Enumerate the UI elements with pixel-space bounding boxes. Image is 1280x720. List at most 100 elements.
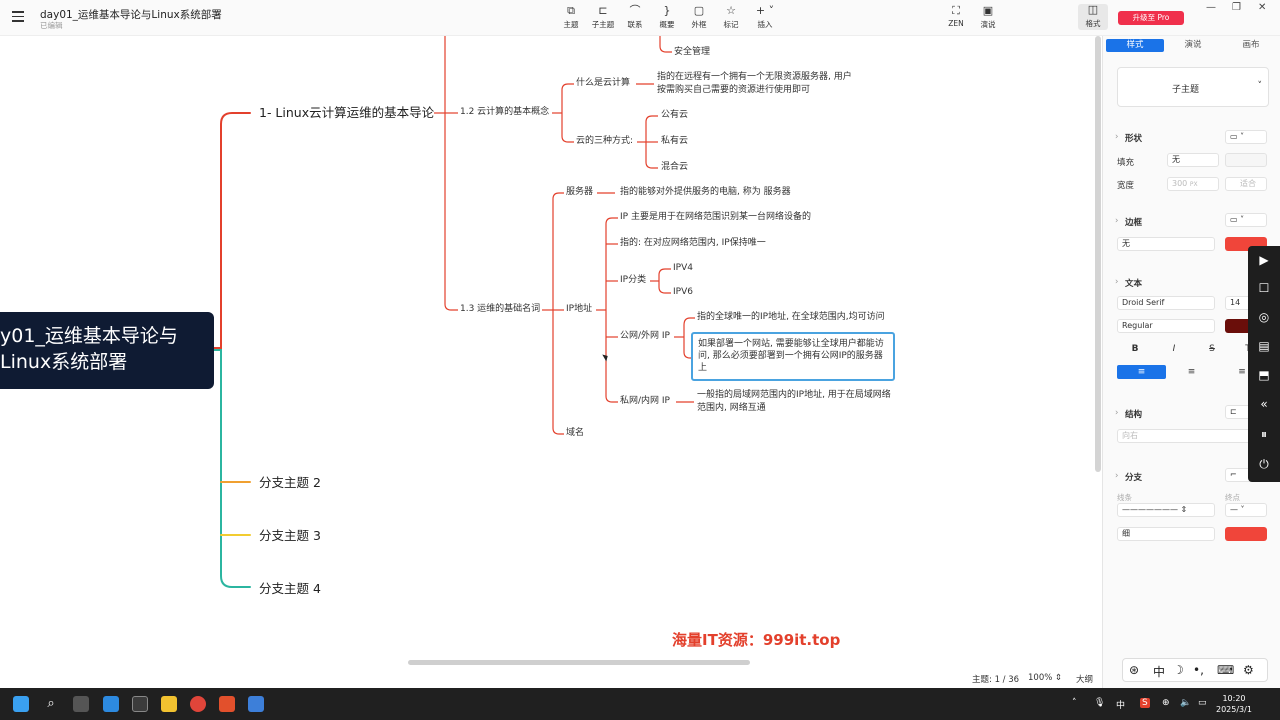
font-weight-select[interactable]: Regular xyxy=(1117,319,1215,333)
subtopic-button[interactable]: ⊏子主题 xyxy=(588,5,618,30)
topic-basic-terms[interactable]: 1.3 运维的基础名词 xyxy=(460,304,541,314)
topic-concept[interactable]: 1.2 云计算的基本概念 xyxy=(460,107,550,117)
collapse-left-icon[interactable]: « xyxy=(1260,397,1268,411)
battery-icon[interactable]: ▭ xyxy=(1198,698,1207,708)
summary-button[interactable]: }概要 xyxy=(652,5,682,30)
topic-domain[interactable]: 域名 xyxy=(566,428,585,438)
topic-what-is-cloud[interactable]: 什么是云计算 xyxy=(576,78,631,88)
branch-topic-4[interactable]: 分支主题 4 xyxy=(259,581,321,596)
start-icon[interactable] xyxy=(13,696,29,712)
topic-ip-class[interactable]: IP分类 xyxy=(620,275,647,285)
shape-select[interactable]: ▭ ˅ xyxy=(1225,130,1267,144)
chrome-icon[interactable] xyxy=(190,696,206,712)
topic-ipv4[interactable]: IPV4 xyxy=(673,263,693,273)
vertical-scrollbar[interactable] xyxy=(1095,36,1101,472)
insert-button[interactable]: + ˅插入 xyxy=(750,5,780,30)
topic-private-ip-desc[interactable]: 一般指的局域网范围内的IP地址, 用于在局域网络范围内, 网络互通 xyxy=(697,390,891,413)
style-select[interactable]: 子主题 ˅ xyxy=(1117,67,1269,107)
maximize-icon[interactable]: ❐ xyxy=(1232,2,1241,13)
zoom-stepper-icon[interactable]: ⇕ xyxy=(1055,673,1063,683)
menu-icon[interactable] xyxy=(12,11,24,23)
branch-topic-2[interactable]: 分支主题 2 xyxy=(259,475,321,490)
topic-ipv6[interactable]: IPV6 xyxy=(673,287,693,297)
document-icon[interactable]: ▤ xyxy=(1258,339,1270,353)
screenshot-tool-icon[interactable] xyxy=(132,696,148,712)
branch-color-swatch[interactable] xyxy=(1225,527,1267,541)
topic-private-ip[interactable]: 私网/内网 IP xyxy=(620,396,670,406)
collapse-icon[interactable]: › xyxy=(1115,471,1119,481)
task-view-icon[interactable] xyxy=(73,696,89,712)
bold-button[interactable]: B xyxy=(1131,344,1139,354)
align-right-button[interactable]: ≡ xyxy=(1238,367,1246,377)
width-fit-button[interactable]: 适合 xyxy=(1225,177,1267,191)
topic-server-desc[interactable]: 指的能够对外提供服务的电脑, 称为 服务器 xyxy=(620,187,791,197)
collapse-icon[interactable]: › xyxy=(1115,216,1119,226)
boundary-button[interactable]: ▢外框 xyxy=(684,5,714,30)
format-button[interactable]: ◫格式 xyxy=(1078,4,1108,30)
topic-public-ip-note-selected[interactable]: 如果部署一个网站, 需要能够让全球用户都能访问, 那么必须要部署到一个拥有公网I… xyxy=(691,332,895,381)
tab-canvas[interactable]: 画布 xyxy=(1242,40,1260,50)
width-input[interactable]: 300 PX xyxy=(1167,177,1219,191)
relation-button[interactable]: ⌒联系 xyxy=(620,5,650,30)
tray-ime-language[interactable]: 中 xyxy=(1116,701,1126,711)
zoom-level[interactable]: 100% xyxy=(1028,673,1053,683)
video-icon[interactable]: ▶ xyxy=(1259,253,1269,267)
power-icon[interactable]: ⏻ xyxy=(1259,457,1269,471)
contact-card-icon[interactable]: ☐ xyxy=(1258,281,1270,295)
collapse-icon[interactable]: › xyxy=(1115,277,1119,287)
collapse-icon[interactable]: › xyxy=(1115,132,1119,142)
thickness-select[interactable]: 细 xyxy=(1117,527,1215,541)
zen-button[interactable]: ⛶ZEN xyxy=(941,5,971,29)
horizontal-scrollbar[interactable] xyxy=(408,660,750,665)
border-shape-select[interactable]: ▭ ˅ xyxy=(1225,213,1267,227)
ime-logo-icon[interactable]: ⊛ xyxy=(1129,663,1140,677)
minimize-icon[interactable]: — xyxy=(1206,2,1216,13)
outline-button[interactable]: 大纲 xyxy=(1076,675,1094,685)
topic-public-ip-desc[interactable]: 指的全球唯一的IP地址, 在全球范围内,均可访问 xyxy=(697,312,885,322)
sogou-icon[interactable]: S xyxy=(1140,698,1150,708)
present-button[interactable]: ▣演说 xyxy=(973,5,1003,30)
root-topic[interactable]: y01_运维基本导论与 Linux系统部署 xyxy=(0,312,214,389)
mindmap-canvas[interactable]: y01_运维基本导论与 Linux系统部署 1- Linux云计算运维的基本导论… xyxy=(0,36,1102,668)
palette-icon[interactable]: ◎ xyxy=(1258,310,1270,324)
align-left-button[interactable]: ≡ xyxy=(1117,365,1166,379)
topic-private-cloud[interactable]: 私有云 xyxy=(661,136,689,146)
topic-cloud-types[interactable]: 云的三种方式: xyxy=(576,136,634,146)
network-icon[interactable]: ⊕ xyxy=(1162,698,1170,708)
topic-ip-desc-2[interactable]: 指的: 在对应网络范围内, IP保持唯一 xyxy=(620,238,766,248)
fill-color-swatch[interactable] xyxy=(1225,153,1267,167)
topic-ip-desc-1[interactable]: IP 主要是用于在网络范围识别某一台网络设备的 xyxy=(620,212,811,222)
topic-public-cloud[interactable]: 公有云 xyxy=(661,110,689,120)
border-select[interactable]: 无 xyxy=(1117,237,1215,251)
file-explorer-icon[interactable] xyxy=(161,696,177,712)
topic-what-is-cloud-desc[interactable]: 指的在远程有一个拥有一个无限资源服务器, 用户按需购买自己需要的资源进行使用即可 xyxy=(657,72,852,95)
fill-select[interactable]: 无 xyxy=(1167,153,1219,167)
app-icon[interactable] xyxy=(103,696,119,712)
xmind-icon[interactable] xyxy=(219,696,235,712)
tray-chevron-icon[interactable]: ˄ xyxy=(1072,698,1077,708)
upgrade-pro-button[interactable]: 升级至 Pro xyxy=(1118,11,1184,25)
tab-present[interactable]: 演说 xyxy=(1184,40,1202,50)
ime-language[interactable]: 中 xyxy=(1153,665,1166,679)
collapse-icon[interactable]: › xyxy=(1115,408,1119,418)
marker-button[interactable]: ☆标记 xyxy=(716,5,746,30)
structure-select[interactable]: 向右 xyxy=(1117,429,1267,443)
notepad-icon[interactable] xyxy=(248,696,264,712)
microphone-icon[interactable]: 🎙 xyxy=(1094,698,1106,708)
strikethrough-button[interactable]: S xyxy=(1209,344,1215,354)
keyboard-icon[interactable]: ⌨ xyxy=(1217,663,1235,677)
topic-ip[interactable]: IP地址 xyxy=(566,304,593,314)
topic-button[interactable]: ⧉主题 xyxy=(556,5,586,30)
system-clock[interactable]: 10:20 2025/3/1 xyxy=(1216,694,1252,714)
moon-icon[interactable]: ☽ xyxy=(1173,663,1184,677)
align-center-button[interactable]: ≡ xyxy=(1187,367,1196,377)
topic-server[interactable]: 服务器 xyxy=(566,187,594,197)
topic-public-ip[interactable]: 公网/外网 IP xyxy=(620,331,670,341)
italic-button[interactable]: I xyxy=(1172,344,1176,354)
search-icon[interactable]: ⌕ xyxy=(47,696,55,711)
close-icon[interactable]: ✕ xyxy=(1258,2,1267,13)
branch-topic-1[interactable]: 1- Linux云计算运维的基本导论 xyxy=(259,105,435,120)
punctuation-icon[interactable]: •, xyxy=(1193,663,1204,677)
endpoint-select[interactable]: — ˅ xyxy=(1225,503,1267,517)
topic-hybrid-cloud[interactable]: 混合云 xyxy=(661,162,689,172)
